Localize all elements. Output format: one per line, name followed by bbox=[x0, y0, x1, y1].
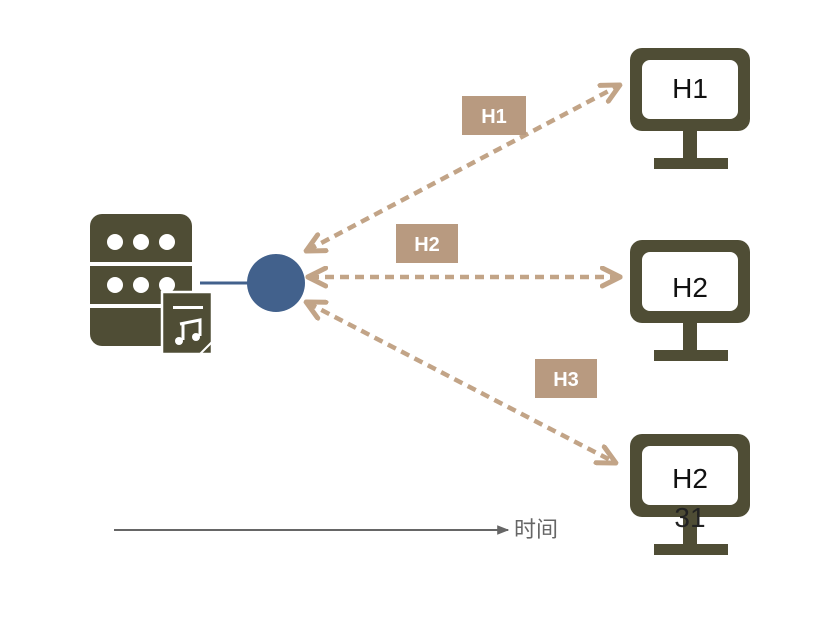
stream-arrow-h1 bbox=[308, 86, 618, 250]
page-number: 31 bbox=[674, 502, 705, 533]
stream-label-h2: H2 bbox=[396, 224, 458, 263]
stream-label-text: H3 bbox=[553, 369, 579, 391]
stream-arrow-h3 bbox=[308, 303, 614, 462]
stream-label-h1: H1 bbox=[462, 96, 526, 135]
stream-label-h3: H3 bbox=[535, 359, 597, 398]
stream-label-text: H2 bbox=[414, 234, 440, 256]
stream-label-text: H1 bbox=[481, 106, 507, 128]
circle-node bbox=[247, 254, 305, 312]
host-label: H2 bbox=[672, 272, 708, 303]
host-label: H2 bbox=[672, 463, 708, 494]
music-note-icon bbox=[160, 290, 214, 356]
host-label: H1 bbox=[672, 73, 708, 104]
monitor-icon: H2 bbox=[630, 434, 750, 555]
monitor-icon: H1 bbox=[630, 48, 750, 169]
timeline-label: 时间 bbox=[514, 518, 558, 543]
monitor-icon: H2 bbox=[630, 240, 750, 361]
